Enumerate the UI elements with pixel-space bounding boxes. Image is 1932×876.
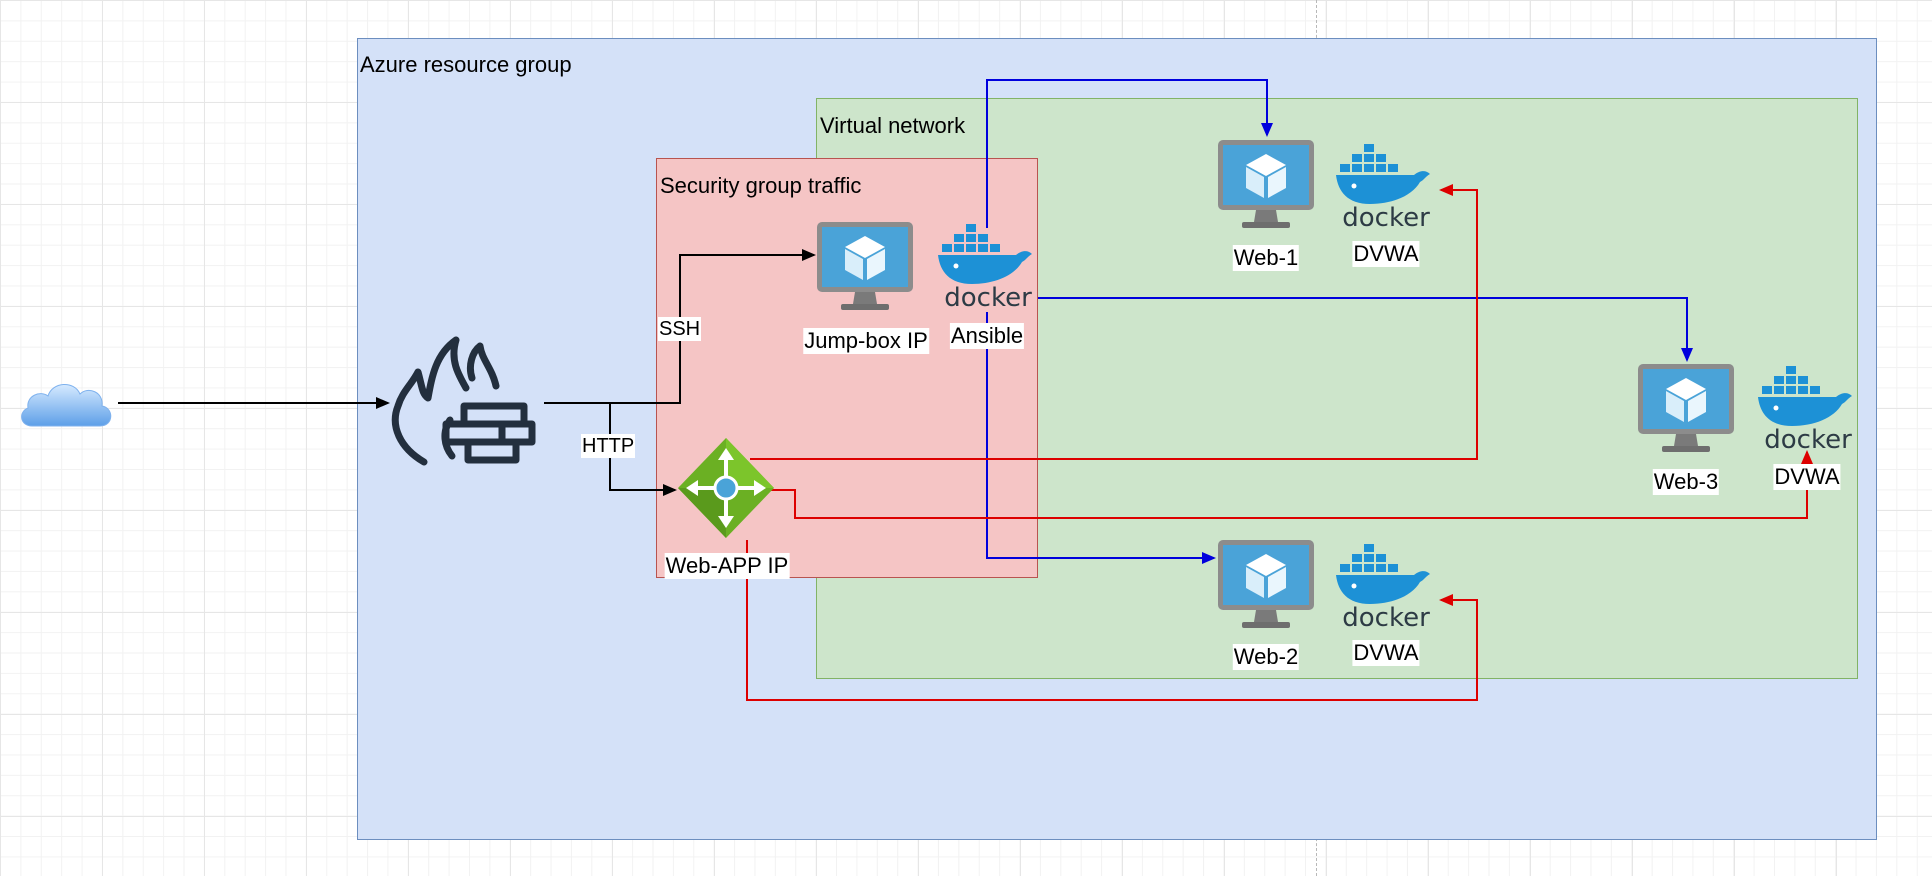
http-link: [609, 403, 677, 496]
security-group-label: Security group traffic: [660, 173, 862, 198]
web1-label: Web-1: [1232, 245, 1300, 271]
web3-vm-icon[interactable]: [1636, 362, 1736, 454]
svg-text:docker: docker: [1342, 603, 1430, 630]
dvwa2-docker-icon[interactable]: docker: [1334, 542, 1438, 630]
web1-vm-icon[interactable]: [1216, 138, 1316, 230]
ansible-to-web1-link: [986, 79, 1273, 228]
dvwa1-label: DVWA: [1352, 241, 1420, 267]
svg-text:docker: docker: [944, 283, 1032, 310]
dvwa2-label: DVWA: [1352, 640, 1420, 666]
dvwa3-label: DVWA: [1773, 464, 1841, 490]
webapp-to-dvwa2-link: [746, 540, 1478, 701]
resource-group-label: Azure resource group: [360, 52, 572, 77]
virtual-network-label: Virtual network: [820, 113, 966, 138]
http-edge-label: HTTP: [581, 434, 636, 458]
jump-box-label: Jump-box IP: [803, 328, 929, 354]
webapp-to-dvwa1-link: [750, 184, 1478, 460]
web2-vm-icon[interactable]: [1216, 538, 1316, 630]
jump-box-vm-icon[interactable]: [815, 220, 915, 312]
dvwa1-docker-icon[interactable]: docker: [1334, 142, 1438, 230]
ansible-docker-icon[interactable]: docker: [936, 222, 1040, 310]
firewall-icon[interactable]: [388, 336, 548, 470]
web3-label: Web-3: [1652, 469, 1720, 495]
dvwa3-docker-icon[interactable]: docker: [1756, 364, 1860, 452]
ansible-label: Ansible: [949, 323, 1025, 349]
web-app-label: Web-APP IP: [664, 553, 790, 579]
load-balancer-icon[interactable]: [676, 436, 776, 540]
ansible-to-web3-link: [1038, 297, 1693, 362]
webapp-to-dvwa3-link: [770, 450, 1813, 519]
svg-text:docker: docker: [1342, 203, 1430, 230]
ssh-edge-label: SSH: [658, 317, 702, 341]
ansible-to-web2-link: [986, 312, 1216, 564]
web2-label: Web-2: [1232, 644, 1300, 670]
cloud-icon[interactable]: [16, 376, 116, 434]
svg-text:docker: docker: [1764, 425, 1852, 452]
